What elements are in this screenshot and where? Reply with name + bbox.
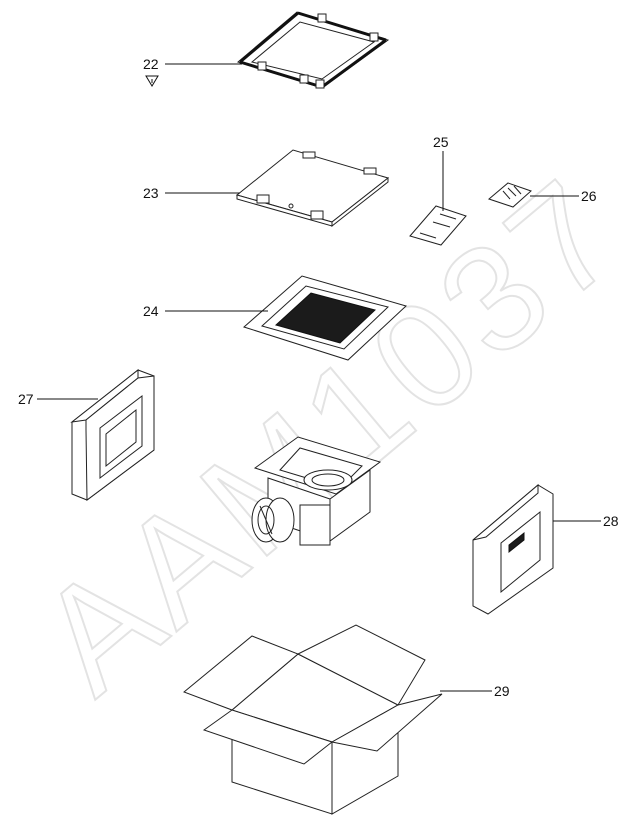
callout-label-29: 29 (494, 683, 510, 699)
callout-28: 28 (553, 513, 619, 529)
callout-label-26: 26 (581, 188, 597, 204)
callout-label-24: 24 (143, 303, 159, 319)
callout-24: 24 (143, 303, 268, 319)
warning-triangle-icon (145, 75, 159, 87)
part-28-packing-foam-right (472, 483, 554, 615)
part-26-hardware-packet (487, 182, 532, 208)
callout-22: 22 (143, 56, 242, 87)
callout-23: 23 (143, 185, 240, 201)
callout-25: 25 (433, 134, 449, 211)
part-22-mounting-frame (236, 11, 390, 89)
part-24-lens-diffuser (243, 275, 407, 361)
callout-26: 26 (530, 188, 597, 204)
callout-label-28: 28 (603, 513, 619, 529)
callout-27: 27 (18, 391, 98, 407)
part-27-packing-foam-left (70, 368, 155, 501)
part-23-grille-cover (235, 149, 390, 228)
callout-label-23: 23 (143, 185, 159, 201)
callout-29: 29 (440, 683, 510, 699)
callout-label-25: 25 (433, 134, 449, 150)
callout-label-27: 27 (18, 391, 34, 407)
part-25-manual (409, 205, 467, 246)
fan-housing-assembly (251, 436, 382, 546)
part-29-shipping-carton (183, 624, 443, 815)
callout-label-22: 22 (143, 56, 159, 72)
